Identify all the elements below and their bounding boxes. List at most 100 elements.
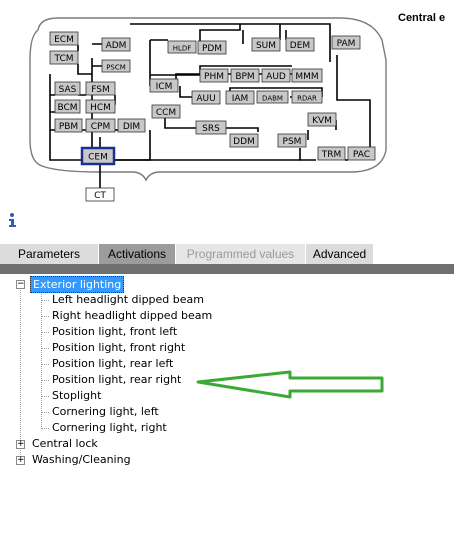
module-cem[interactable]: CEM bbox=[80, 146, 116, 166]
module-pdm[interactable]: PDM bbox=[197, 40, 227, 55]
module-sas[interactable]: SAS bbox=[54, 81, 81, 96]
module-hcm[interactable]: HCM bbox=[85, 99, 116, 114]
module-label: TCM bbox=[53, 54, 73, 64]
module-box bbox=[167, 40, 197, 54]
module-sum[interactable]: SUM bbox=[251, 37, 281, 52]
tree-leaf-item[interactable]: Right headlight dipped beam bbox=[52, 309, 213, 322]
module-box bbox=[191, 90, 221, 105]
tree-connector bbox=[41, 290, 42, 427]
module-pac[interactable]: PAC bbox=[347, 146, 376, 161]
module-box bbox=[49, 50, 79, 65]
module-label: PHM bbox=[204, 72, 224, 82]
info-icon[interactable] bbox=[6, 212, 18, 228]
module-dim[interactable]: DIM bbox=[117, 118, 146, 133]
tree-leaf-item[interactable]: Stoplight bbox=[52, 389, 102, 402]
module-box bbox=[307, 112, 337, 127]
tree-leaf-item[interactable]: Position light, front left bbox=[52, 325, 178, 338]
tab-parameters[interactable]: Parameters bbox=[0, 244, 99, 264]
module-iam[interactable]: IAM bbox=[225, 90, 255, 105]
module-box bbox=[85, 187, 115, 202]
module-ccm[interactable]: CCM bbox=[151, 104, 181, 119]
module-auu[interactable]: AUU bbox=[191, 90, 221, 105]
module-ct[interactable]: CT bbox=[85, 187, 115, 202]
tab-programmed-values[interactable]: Programmed values bbox=[176, 244, 306, 264]
module-label: IAM bbox=[232, 94, 249, 104]
module-pbm[interactable]: PBM bbox=[54, 118, 83, 133]
module-label: MMM bbox=[295, 72, 318, 82]
car-outline bbox=[29, 17, 387, 182]
module-label: TRM bbox=[321, 150, 342, 160]
tree-leaf-item[interactable]: Left headlight dipped beam bbox=[52, 293, 204, 306]
module-label: AUD bbox=[266, 72, 286, 82]
module-box bbox=[54, 99, 81, 114]
module-pam[interactable]: PAM bbox=[331, 35, 361, 50]
module-mmm[interactable]: MMM bbox=[291, 68, 323, 83]
module-tcm[interactable]: TCM bbox=[49, 50, 79, 65]
module-label: PAC bbox=[353, 150, 370, 160]
expand-icon[interactable]: + bbox=[16, 439, 25, 449]
module-icm[interactable]: ICM bbox=[149, 78, 179, 93]
module-box bbox=[80, 146, 116, 166]
module-box bbox=[251, 37, 281, 52]
tree-connector bbox=[41, 300, 49, 301]
module-label: HLDF bbox=[173, 45, 192, 53]
tree-leaf-item[interactable]: Position light, front right bbox=[52, 341, 186, 354]
collapse-icon[interactable]: − bbox=[16, 279, 25, 289]
module-label: PDM bbox=[202, 44, 222, 54]
module-box bbox=[54, 81, 81, 96]
module-bcm[interactable]: BCM bbox=[54, 99, 81, 114]
tree-leaf-item[interactable]: Cornering light, left bbox=[52, 405, 159, 418]
module-box bbox=[261, 68, 291, 83]
tab-advanced[interactable]: Advanced bbox=[306, 244, 374, 264]
module-cpm[interactable]: CPM bbox=[85, 118, 116, 133]
module-label: PBM bbox=[59, 122, 78, 132]
expand-icon[interactable]: + bbox=[16, 455, 25, 465]
tab-activations[interactable]: Activations bbox=[99, 244, 176, 264]
tree-node-central-lock[interactable]: Central lock bbox=[32, 437, 98, 450]
tree-leaf-item[interactable]: Cornering light, right bbox=[52, 421, 167, 434]
page-title: Central e bbox=[398, 12, 446, 24]
module-box bbox=[291, 90, 323, 104]
module-rdar[interactable]: RDAR bbox=[291, 90, 323, 104]
module-pscm[interactable]: PSCM bbox=[101, 59, 131, 73]
module-label: BCM bbox=[57, 103, 77, 113]
module-box bbox=[197, 40, 227, 55]
module-srs[interactable]: SRS bbox=[195, 120, 227, 135]
module-psm[interactable]: PSM bbox=[277, 133, 307, 148]
module-box bbox=[256, 90, 289, 104]
module-kvm[interactable]: KVM bbox=[307, 112, 337, 127]
module-fsm[interactable]: FSM bbox=[85, 81, 116, 96]
module-label: PSCM bbox=[106, 64, 126, 72]
module-label: SRS bbox=[202, 124, 220, 134]
module-label: DIM bbox=[123, 122, 140, 132]
module-adm[interactable]: ADM bbox=[101, 37, 131, 52]
module-bpm[interactable]: BPM bbox=[230, 68, 260, 83]
module-box bbox=[347, 146, 376, 161]
module-ecm[interactable]: ECM bbox=[49, 31, 79, 46]
tree-connector bbox=[41, 396, 49, 397]
module-trm[interactable]: TRM bbox=[317, 146, 346, 161]
module-phm[interactable]: PHM bbox=[199, 68, 229, 83]
module-label: CCM bbox=[156, 108, 176, 118]
tree-leaf-item[interactable]: Position light, rear left bbox=[52, 357, 174, 370]
tab-bar: Parameters Activations Programmed values… bbox=[0, 244, 454, 264]
tree-node-exterior-lighting[interactable]: Exterior lighting bbox=[30, 276, 125, 293]
module-ddm[interactable]: DDM bbox=[229, 133, 259, 148]
tree-node-washing-cleaning[interactable]: Washing/Cleaning bbox=[32, 453, 131, 466]
module-aud[interactable]: AUD bbox=[261, 68, 291, 83]
module-box bbox=[199, 68, 229, 83]
module-label: SAS bbox=[59, 85, 77, 95]
module-box bbox=[101, 59, 131, 73]
module-label: DEM bbox=[290, 41, 310, 51]
module-box bbox=[101, 37, 131, 52]
module-label: AUU bbox=[196, 94, 215, 104]
module-hldf[interactable]: HLDF bbox=[167, 40, 197, 54]
module-label: PAM bbox=[337, 39, 356, 49]
module-dabm[interactable]: DABM bbox=[256, 90, 289, 104]
module-label: RDAR bbox=[297, 95, 317, 103]
tree-connector bbox=[41, 428, 49, 429]
tab-content-border bbox=[0, 264, 454, 274]
tree-leaf-item[interactable]: Position light, rear right bbox=[52, 373, 182, 386]
module-box bbox=[230, 68, 260, 83]
module-dem[interactable]: DEM bbox=[285, 37, 315, 52]
